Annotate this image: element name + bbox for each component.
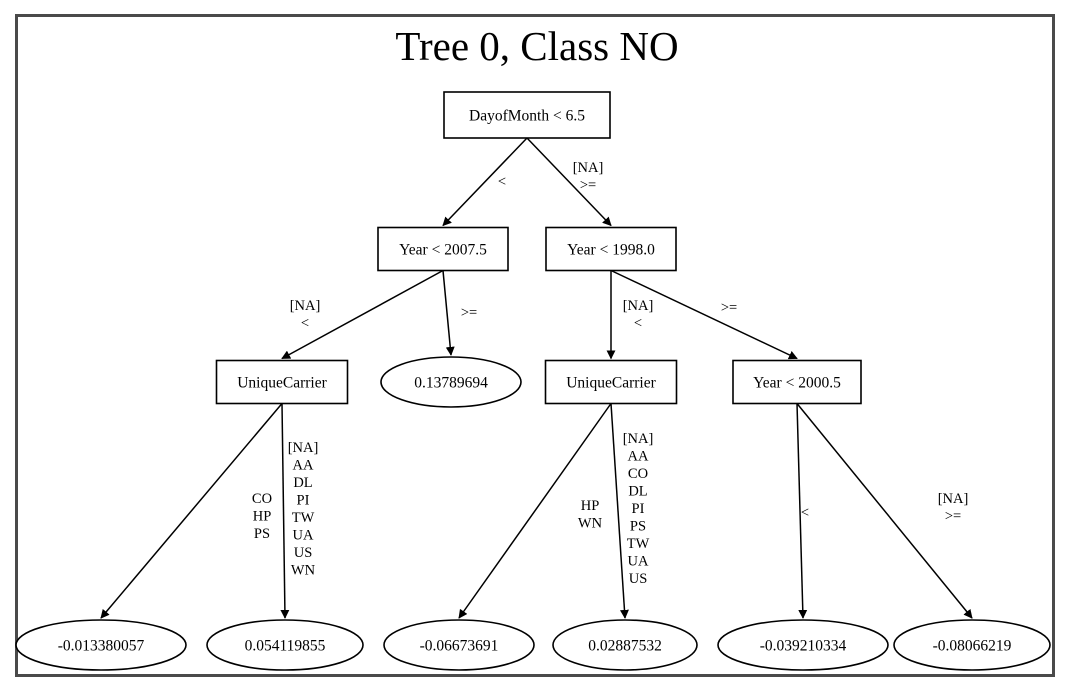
tree-split-node[interactable]: UniqueCarrier <box>544 359 678 405</box>
leaf-ellipse[interactable] <box>383 619 535 671</box>
edge-arrow <box>281 269 444 360</box>
leaf-value-label: -0.06673691 <box>420 638 499 655</box>
tree-leaf-node[interactable]: -0.039210334 <box>717 619 889 671</box>
tree-edge: >= <box>610 269 798 360</box>
edge-arrow <box>796 403 808 619</box>
leaf-value-label: -0.08066219 <box>933 638 1012 655</box>
split-box[interactable] <box>215 359 349 405</box>
tree-split-node[interactable]: DayofMonth < 6.5 <box>443 91 611 139</box>
tree-leaf-node[interactable]: -0.013380057 <box>15 619 187 671</box>
tree-split-node[interactable]: UniqueCarrier <box>215 359 349 405</box>
tree-leaf-node[interactable]: 0.054119855 <box>206 619 364 671</box>
tree-edge: [NA]< <box>606 270 654 360</box>
split-box[interactable] <box>732 359 862 405</box>
tree-leaf-node[interactable]: -0.06673691 <box>383 619 535 671</box>
edge-arrow <box>526 137 612 227</box>
split-condition-label: Year < 2000.5 <box>753 375 841 392</box>
tree-edge: < <box>442 137 528 227</box>
edge-arrow <box>458 403 612 619</box>
tree-edge: >= <box>442 270 477 356</box>
leaf-value-label: 0.02887532 <box>588 638 662 655</box>
leaf-value-label: 0.13789694 <box>414 375 488 392</box>
edge-label: < <box>801 505 809 521</box>
split-box[interactable] <box>545 226 677 272</box>
edge-arrow <box>442 270 455 356</box>
tree-leaf-node[interactable]: 0.02887532 <box>552 619 698 671</box>
tree-split-node[interactable]: Year < 2007.5 <box>377 226 509 272</box>
edge-arrow <box>796 403 973 619</box>
page-title: Tree 0, Class NO <box>395 23 678 69</box>
edge-arrow <box>280 403 290 619</box>
edge-arrow <box>610 403 629 619</box>
leaf-ellipse[interactable] <box>717 619 889 671</box>
leaf-value-label: -0.039210334 <box>760 638 847 655</box>
split-box[interactable] <box>377 226 509 272</box>
leaf-ellipse[interactable] <box>15 619 187 671</box>
split-condition-label: DayofMonth < 6.5 <box>469 108 585 125</box>
edge-arrow <box>610 269 798 360</box>
leaf-value-label: 0.054119855 <box>245 638 326 655</box>
leaf-value-label: -0.013380057 <box>58 638 145 655</box>
split-condition-label: UniqueCarrier <box>237 375 327 392</box>
edge-label: [NA]>= <box>938 491 969 525</box>
tree-edge: [NA]>= <box>526 137 612 227</box>
tree-edge: [NA]>= <box>796 403 973 619</box>
tree-leaf-node[interactable]: 0.13789694 <box>380 356 522 408</box>
leaf-ellipse[interactable] <box>552 619 698 671</box>
tree-leaf-node[interactable]: -0.08066219 <box>893 619 1051 671</box>
leaf-ellipse[interactable] <box>380 356 522 408</box>
edge-arrow <box>100 403 283 619</box>
edge-arrow <box>442 137 528 227</box>
split-condition-label: UniqueCarrier <box>566 375 656 392</box>
split-box[interactable] <box>544 359 678 405</box>
edge-label: [NA]< <box>623 298 654 332</box>
edge-label: [NA]< <box>290 298 321 332</box>
split-condition-label: Year < 1998.0 <box>567 242 655 259</box>
tree-edge: [NA]< <box>281 269 444 360</box>
tree-split-node[interactable]: Year < 2000.5 <box>732 359 862 405</box>
edge-label: >= <box>461 305 477 321</box>
edge-label: [NA]>= <box>573 160 604 194</box>
edge-label: >= <box>721 300 737 316</box>
leaf-ellipse[interactable] <box>893 619 1051 671</box>
edge-label: < <box>498 174 506 190</box>
tree-split-node[interactable]: Year < 1998.0 <box>545 226 677 272</box>
tree-edge: < <box>796 403 809 619</box>
split-box[interactable] <box>443 91 611 139</box>
leaf-ellipse[interactable] <box>206 619 364 671</box>
split-condition-label: Year < 2007.5 <box>399 242 487 259</box>
